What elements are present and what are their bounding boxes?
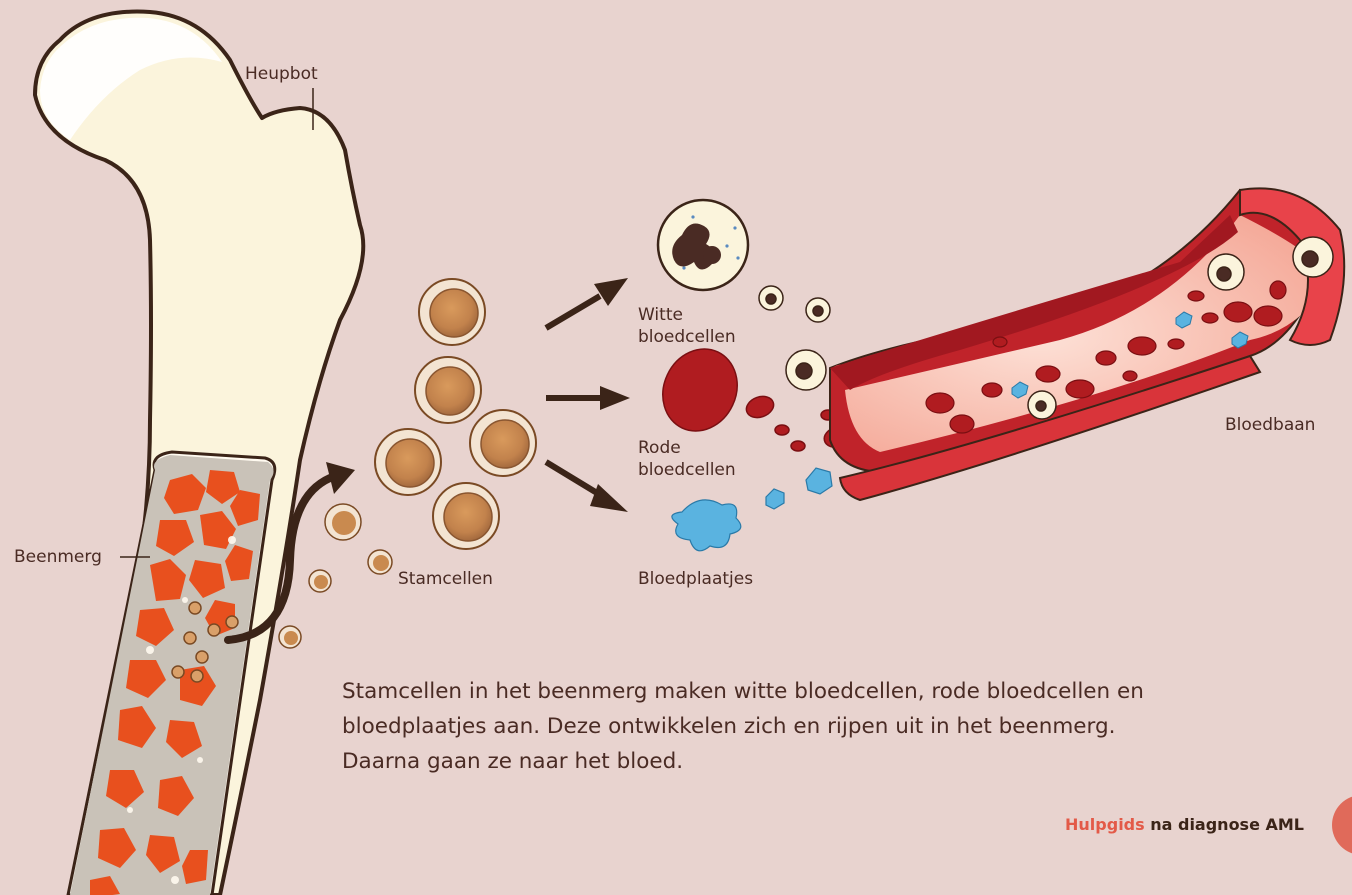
footer-accent: Hulpgids	[1065, 815, 1145, 834]
caption-line-1: Stamcellen in het beenmerg maken witte b…	[342, 674, 1282, 709]
footer-brand: Hulpgids na diagnose AML	[1065, 815, 1304, 834]
caption-line-2: bloedplaatjes aan. Deze ontwikkelen zich…	[342, 709, 1282, 744]
beenmerg-label: Beenmerg	[14, 546, 102, 568]
footer-rest: na diagnose AML	[1145, 815, 1304, 834]
heupbot-label: Heupbot	[245, 63, 318, 85]
caption-line-3: Daarna gaan ze naar het bloed.	[342, 744, 1282, 779]
white-blood-cell	[658, 200, 748, 290]
rode-bloedcellen-label: Rode bloedcellen	[638, 437, 736, 481]
blood-vessel	[830, 188, 1344, 500]
rode-label-line1: Rode	[638, 437, 736, 459]
bloedbaan-label: Bloedbaan	[1225, 414, 1315, 436]
bloedplaatjes-label: Bloedplaatjes	[638, 568, 753, 590]
stamcellen-label: Stamcellen	[398, 568, 493, 590]
caption-text: Stamcellen in het beenmerg maken witte b…	[342, 674, 1282, 779]
witte-bloedcellen-label: Witte bloedcellen	[638, 304, 736, 348]
witte-label-line2: bloedcellen	[638, 326, 736, 348]
witte-label-line1: Witte	[638, 304, 736, 326]
differentiation-arrows	[546, 278, 630, 512]
rode-label-line2: bloedcellen	[638, 459, 736, 481]
